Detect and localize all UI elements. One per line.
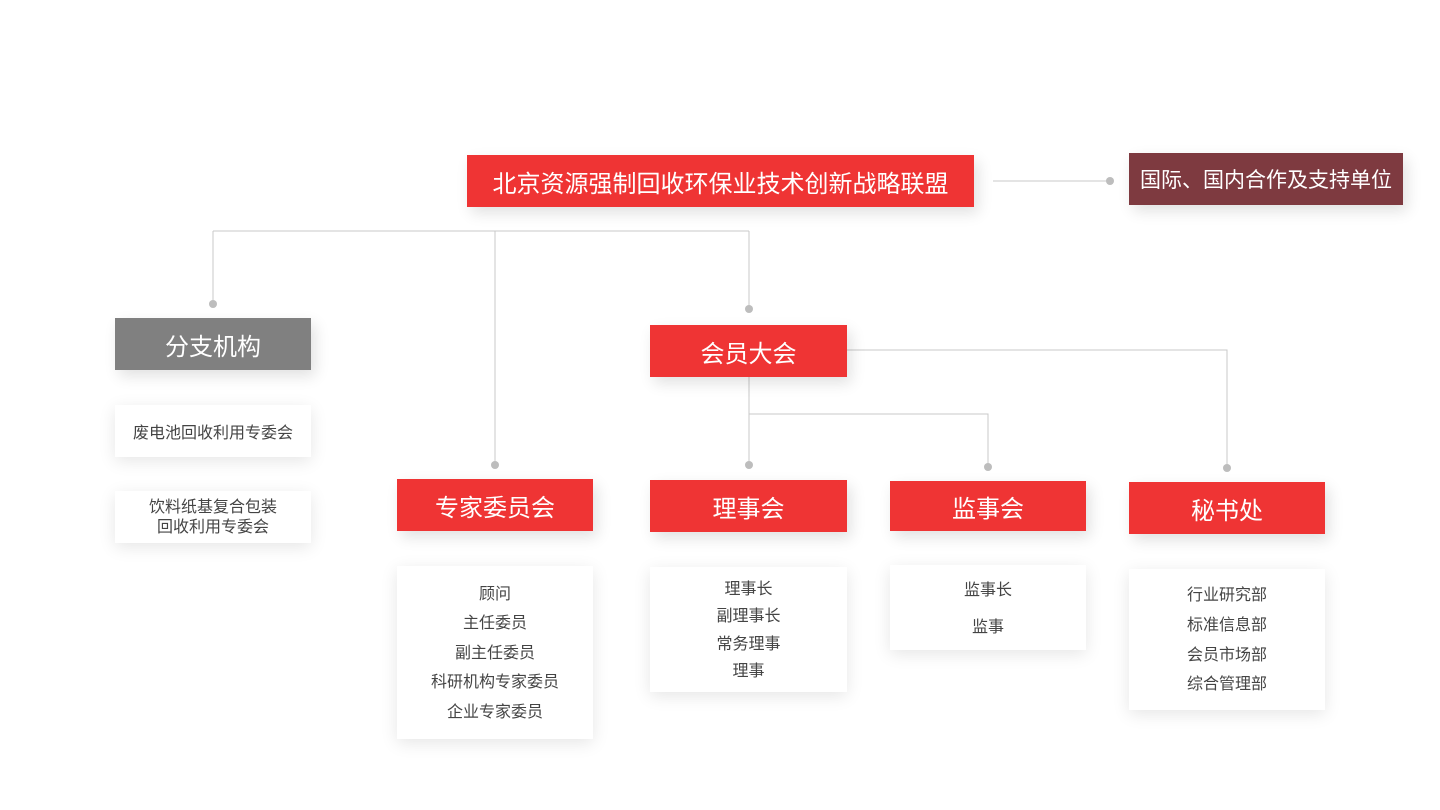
council-list-item: 常务理事 bbox=[716, 633, 781, 653]
experts-node-label: 专家委员会 bbox=[435, 493, 555, 522]
branch-node-label: 分支机构 bbox=[165, 332, 261, 361]
branch-node: 分支机构 bbox=[115, 318, 311, 370]
assembly-node-label: 会员大会 bbox=[700, 339, 797, 368]
council-list-item: 副理事长 bbox=[716, 606, 781, 626]
supervisors-list-item: 监事长 bbox=[963, 579, 1012, 599]
experts-list-item: 企业专家委员 bbox=[446, 701, 543, 721]
secretariat-list-item: 综合管理部 bbox=[1186, 674, 1267, 694]
secretariat-list-item: 行业研究部 bbox=[1186, 585, 1267, 605]
experts-node: 专家委员会 bbox=[397, 479, 593, 531]
secretariat-node-label: 秘书处 bbox=[1191, 496, 1263, 525]
experts-list-item: 主任委员 bbox=[462, 613, 527, 633]
connector-dot bbox=[745, 305, 753, 313]
experts-list-item: 科研机构专家委员 bbox=[430, 672, 559, 692]
experts-list-card: 顾问 主任委员 副主任委员 科研机构专家委员 企业专家委员 bbox=[397, 566, 593, 739]
connector-assembly-secretariat bbox=[847, 349, 1228, 468]
supervisors-node-label: 监事会 bbox=[952, 494, 1024, 523]
experts-list-item: 副主任委员 bbox=[454, 642, 535, 662]
council-list-card: 理事长 副理事长 常务理事 理事 bbox=[650, 567, 847, 692]
secretariat-list-item: 标准信息部 bbox=[1186, 614, 1267, 634]
supervisors-list-item: 监事 bbox=[971, 616, 1004, 636]
branch-item: 废电池回收利用专委会 bbox=[132, 423, 293, 442]
supervisors-list-card: 监事长 监事 bbox=[890, 565, 1086, 650]
supervisors-node: 监事会 bbox=[890, 481, 1086, 531]
connector-dot bbox=[209, 300, 217, 308]
secretariat-node: 秘书处 bbox=[1129, 482, 1325, 534]
partner-node-label: 国际、国内合作及支持单位 bbox=[1140, 168, 1392, 192]
secretariat-list-item: 会员市场部 bbox=[1186, 644, 1267, 664]
council-list-item: 理事长 bbox=[724, 578, 773, 598]
secretariat-list-card: 行业研究部 标准信息部 会员市场部 综合管理部 bbox=[1129, 569, 1325, 710]
connector-dot bbox=[745, 461, 753, 469]
connector-dot bbox=[1223, 464, 1231, 472]
experts-list-item: 顾问 bbox=[478, 583, 511, 603]
branch-item: 回收利用专委会 bbox=[156, 517, 269, 536]
branch-item: 饮料纸基复合包装 bbox=[148, 497, 277, 516]
council-node: 理事会 bbox=[650, 480, 847, 532]
connector-dot bbox=[1106, 177, 1114, 185]
council-node-label: 理事会 bbox=[712, 494, 785, 523]
connector-dot bbox=[984, 463, 992, 471]
council-list-item: 理事 bbox=[732, 660, 765, 680]
assembly-node: 会员大会 bbox=[650, 325, 847, 377]
connector-dot bbox=[491, 461, 499, 469]
partner-node: 国际、国内合作及支持单位 bbox=[1129, 153, 1403, 205]
root-node: 北京资源强制回收环保业技术创新战略联盟 bbox=[467, 155, 974, 207]
root-node-label: 北京资源强制回收环保业技术创新战略联盟 bbox=[492, 169, 949, 198]
branch-item-card: 饮料纸基复合包装 回收利用专委会 bbox=[115, 491, 311, 543]
branch-item-card: 废电池回收利用专委会 bbox=[115, 405, 311, 457]
connector-assembly-supervisors bbox=[749, 413, 989, 467]
